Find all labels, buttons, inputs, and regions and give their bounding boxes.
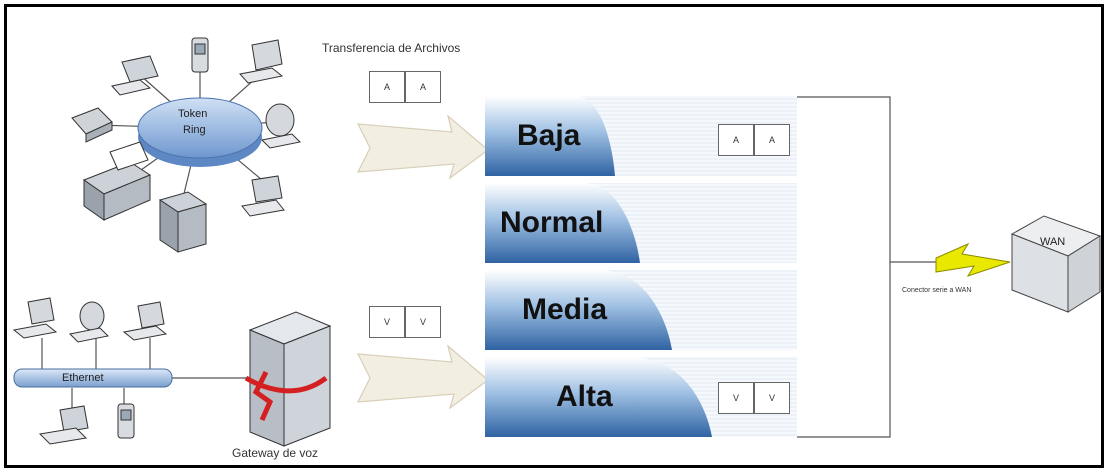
token-ring-label-line1: Token: [178, 108, 208, 120]
queued-packet-cell: V: [718, 382, 754, 414]
queued-packet-cell: A: [718, 124, 754, 156]
packet-cell: A: [369, 71, 405, 103]
queued-packet-cell: V: [754, 382, 790, 414]
laptop-icon: [38, 405, 89, 445]
ethernet-label: Ethernet: [62, 372, 104, 384]
wan-cloud-box: [1010, 215, 1102, 313]
laptop-icon: [111, 55, 159, 96]
wan-link-label: Conector serie a WAN: [902, 287, 972, 294]
desktop-computer-icon: [12, 297, 58, 339]
input-arrows: [356, 114, 489, 410]
mobile-phone-icon: [191, 37, 209, 73]
queue-label-media: Media: [522, 293, 608, 326]
diagram-title: Transferencia de Archivos: [322, 41, 461, 55]
desktop-computer-icon: [239, 39, 284, 84]
mobile-phone-icon: [117, 403, 135, 439]
ethernet-network: [12, 297, 250, 445]
gateway-label: Gateway de voz: [232, 446, 319, 460]
printer-icon: [71, 107, 113, 143]
wan-label: WAN: [1040, 236, 1066, 248]
token-ring-label-line2: Ring: [183, 124, 206, 136]
queue-connectors: [797, 96, 936, 438]
desktop-computer-icon: [68, 301, 110, 343]
lightning-bolt-icon: [935, 242, 1011, 277]
queue-label-baja: Baja: [517, 119, 581, 152]
desktop-computer-icon: [158, 191, 208, 253]
packet-cell: V: [369, 306, 405, 338]
laptop-icon: [241, 175, 285, 217]
priority-queues: [485, 96, 797, 437]
token-ring-network: [71, 37, 302, 253]
desktop-computer-icon: [122, 301, 168, 341]
packet-cell: V: [405, 306, 441, 338]
queue-label-normal: Normal: [500, 206, 604, 239]
desktop-computer-icon: [260, 103, 302, 149]
queued-packet-cell: A: [754, 124, 790, 156]
voice-gateway-icon: [244, 311, 332, 447]
printer-icon: [82, 141, 152, 221]
queue-label-alta: Alta: [556, 380, 613, 413]
packet-cell: A: [405, 71, 441, 103]
